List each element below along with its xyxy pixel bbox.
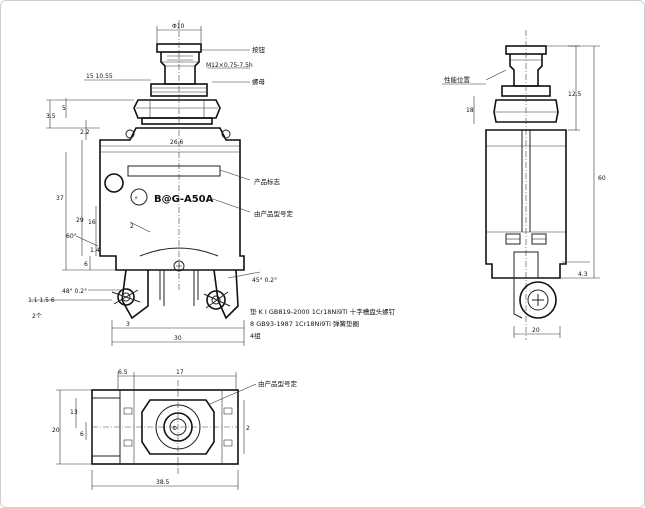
svg-text:⚡: ⚡: [134, 195, 138, 202]
dim-20: 20: [532, 327, 540, 334]
dim-38_5: 38.5: [156, 479, 170, 486]
bottom-view: ⚙ 6.5 17 20 13 6 2 38.5 由产品型号定: [52, 369, 298, 490]
svg-text:⚙: ⚙: [172, 425, 177, 432]
svg-text:1.1 1.5 6: 1.1 1.5 6: [28, 297, 55, 304]
dim-6: 6: [84, 261, 88, 268]
dim-60deg: 60°: [66, 233, 77, 240]
dim-6-b: 6: [80, 431, 84, 438]
dim-2-b: 2: [246, 425, 250, 432]
label-product-plate: 产品标志: [254, 177, 281, 186]
dim-15: 15 10.55: [86, 73, 113, 80]
dim-26_6: 26.6: [170, 139, 184, 146]
dim-60: 60: [598, 175, 606, 182]
dim-2_2: 2.2: [80, 129, 90, 136]
front-view: ⚡ B@G-A50A Φ10 按钮 M12×0.75-7.5h: [28, 20, 396, 346]
dim-20-b: 20: [52, 427, 60, 434]
svg-text:2个: 2个: [32, 313, 42, 320]
dim-4_3: 4.3: [578, 271, 588, 278]
dim-5: 5: [62, 105, 66, 112]
dim-12_5: 12.5: [568, 91, 582, 98]
label-thread: M12×0.75-7.5h: [206, 62, 253, 69]
dim-3_5: 3.5: [46, 113, 56, 120]
dim-17: 17: [176, 369, 184, 376]
dim-29: 29: [76, 217, 84, 224]
note-qty: 4组: [250, 331, 261, 340]
dim-18: 18: [466, 107, 474, 114]
dim-2: 2: [130, 223, 134, 230]
dim-3: 3: [126, 321, 130, 328]
dim-48deg: 48° 0.2°: [62, 288, 87, 295]
label-nut: 螺母: [252, 77, 266, 86]
dim-phi10: Φ10: [172, 23, 185, 30]
dim-45deg: 45° 0.2°: [252, 277, 277, 284]
dim-30: 30: [174, 335, 182, 342]
dim-16: 16: [88, 219, 96, 226]
dim-13: 13: [70, 409, 78, 416]
dim-6_5: 6.5: [118, 369, 128, 376]
label-button: 按钮: [252, 45, 266, 54]
label-model-mark: 由产品型号定: [254, 209, 294, 218]
label-performance-position: 性能位置: [444, 75, 471, 84]
side-view: 性能位置 12.5 60 4.3 18 20: [442, 30, 606, 340]
label-model-mark-b: 由产品型号定: [258, 379, 298, 388]
dim-1_4: 1.4: [90, 247, 100, 254]
brand-logo-text: B@G-A50A: [154, 194, 214, 205]
note-screw: 垫 K I GB819-2000 1Cr18Ni9Ti 十字槽盘头螺钉: [250, 307, 396, 316]
note-washer: 8 GB93-1987 1Cr18Ni9Ti 弹簧垫圈: [250, 319, 359, 328]
dim-37: 37: [56, 195, 64, 202]
